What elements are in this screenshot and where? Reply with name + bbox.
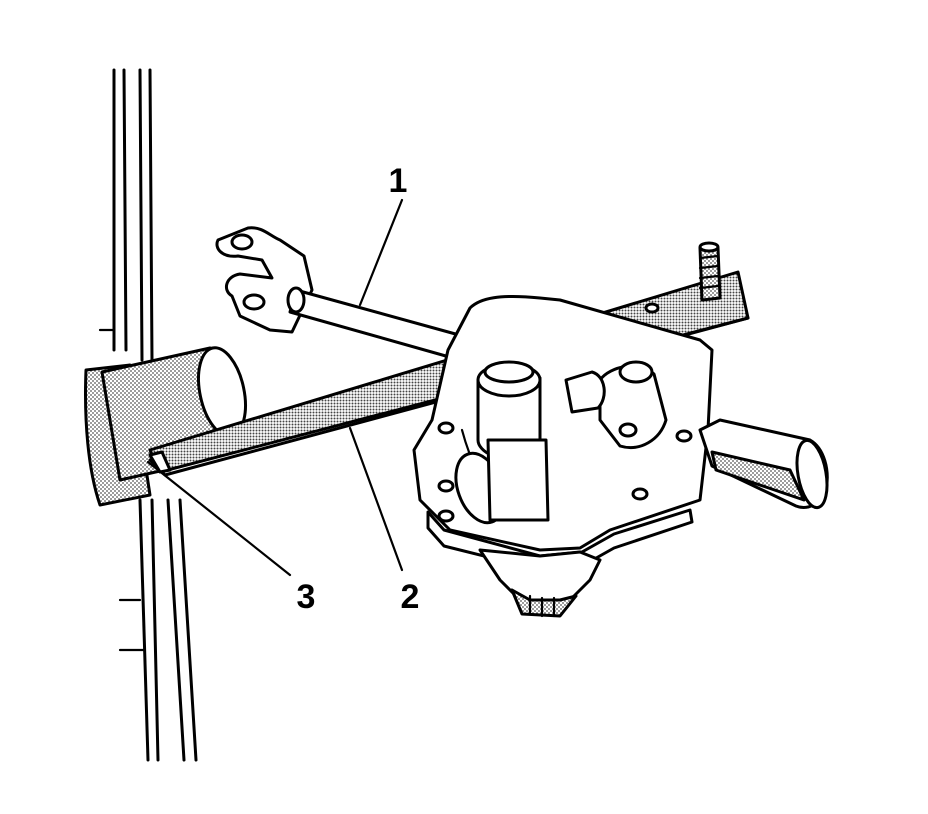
- universal-joint: [564, 360, 668, 449]
- mounting-bracket: [215, 226, 472, 362]
- threaded-stud: [698, 241, 722, 302]
- leader-line-1: [358, 198, 404, 307]
- leader-line-2: [348, 426, 404, 572]
- vehicle-frame-pillar: [98, 68, 198, 762]
- steering-column-tube: [84, 346, 247, 507]
- input-shaft: [476, 360, 550, 522]
- callout-2: 2: [401, 578, 420, 616]
- callout-1: 1: [389, 162, 408, 200]
- intermediate-shaft-boot: [698, 418, 829, 510]
- leader-lines: [146, 198, 404, 577]
- callout-3: 3: [297, 578, 316, 616]
- steering-gear-housing: [412, 294, 714, 618]
- leader-line-3: [146, 460, 292, 577]
